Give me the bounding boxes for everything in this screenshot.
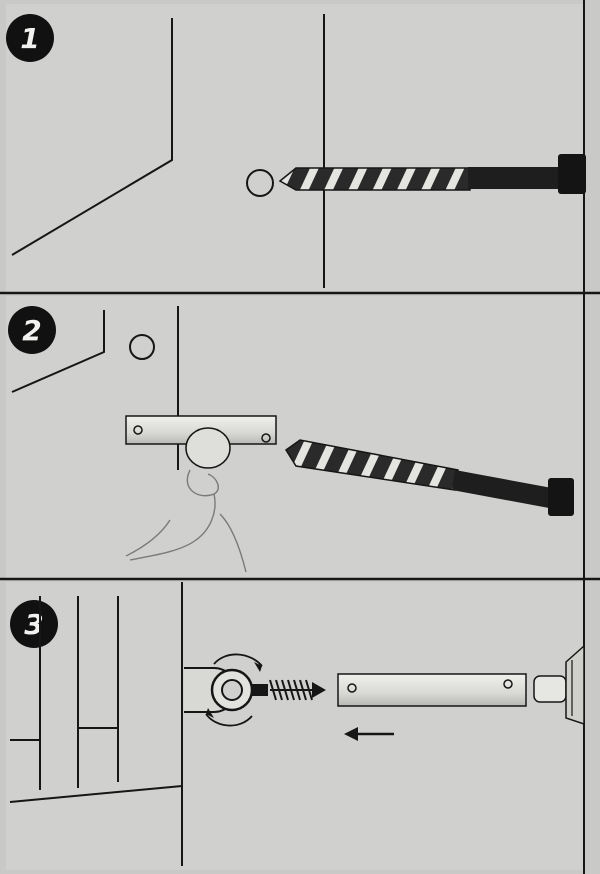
drill-bit-flutes — [278, 167, 471, 191]
pilot-hole-icon — [246, 169, 274, 197]
screw-thread — [269, 679, 320, 701]
chuck-nose — [533, 675, 567, 703]
panel-3-frame — [6, 582, 584, 870]
eye-ring-inner — [221, 679, 243, 701]
tool-hole-left — [347, 683, 357, 693]
drill-bit-icon — [284, 439, 574, 516]
cabinet-edge-line — [11, 310, 105, 393]
eye-screw-icon — [184, 653, 326, 727]
drill-chuck — [558, 154, 586, 194]
bracket-hole-left — [133, 425, 143, 435]
step-badge: 2 — [8, 306, 56, 354]
bar-tool-icon — [337, 673, 527, 707]
step-number-2: 2 — [22, 314, 41, 347]
cabinet-frame-lines — [9, 582, 183, 866]
arrow-left-icon — [344, 727, 394, 741]
tool-hole-right — [503, 679, 513, 689]
drill-bit-shank — [452, 470, 552, 508]
step-badge-circle-1 — [6, 14, 54, 62]
arrow-head — [344, 727, 358, 741]
rotate-arrow-top-head — [254, 662, 262, 672]
tool-bar — [337, 673, 527, 707]
step-badge: 3 — [10, 600, 58, 648]
palm-outline — [125, 519, 171, 557]
wrist-outline — [219, 513, 247, 573]
bracket-boss — [185, 427, 231, 469]
hinge-bracket-icon — [125, 415, 277, 469]
hand-sketch — [125, 469, 247, 573]
panel-2-frame — [6, 296, 584, 578]
rotate-arrow-top — [213, 653, 263, 667]
screw-tip — [312, 682, 326, 698]
drill-bit-icon — [278, 154, 586, 194]
rotate-arrow-bottom-head — [206, 708, 214, 718]
drill-bit-shank — [468, 167, 563, 189]
cabinet-bottom-line — [9, 785, 183, 803]
rotate-arrow-bottom — [205, 713, 253, 727]
drill-chuck — [548, 478, 574, 516]
hand-outline — [129, 493, 216, 561]
eye-screw-neck — [252, 684, 268, 696]
drill-chuck-icon — [533, 644, 585, 726]
step-badge-circle-3 — [10, 600, 58, 648]
step-badge-circle-2 — [8, 306, 56, 354]
step-number-1: 1 — [20, 22, 39, 55]
step-number-3: 3 — [24, 608, 43, 641]
panel-1-frame — [6, 4, 584, 294]
bracket-hole-right — [261, 433, 271, 443]
step-badge: 1 — [6, 14, 54, 62]
panel-step-1: 1 — [0, 0, 600, 295]
panel-step-2: 2 — [0, 294, 600, 581]
cabinet-edge-line — [11, 18, 173, 256]
chuck-body — [565, 644, 585, 726]
pilot-hole-icon — [129, 334, 155, 360]
panel-step-3: 3 — [6, 580, 585, 874]
